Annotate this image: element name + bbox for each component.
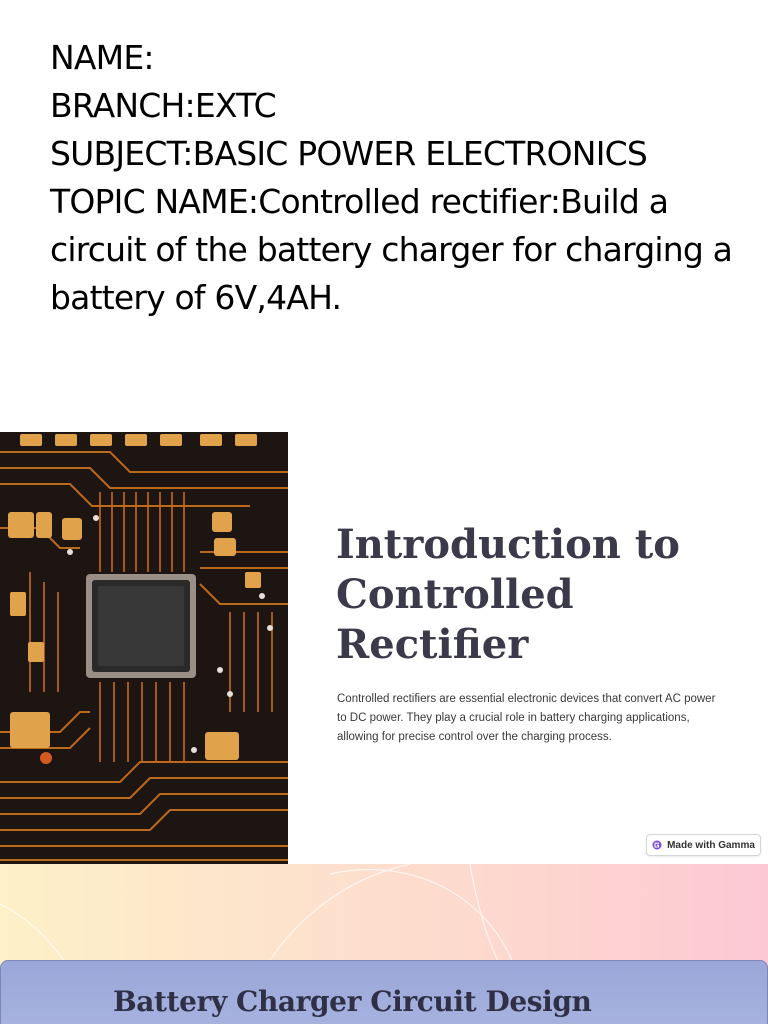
made-with-gamma-badge[interactable]: Made with Gamma: [646, 834, 761, 856]
title-slide-text: NAME: BRANCH:EXTC SUBJECT:BASIC POWER EL…: [50, 34, 740, 322]
branch-line: BRANCH:EXTC: [50, 86, 277, 125]
title-slide: NAME: BRANCH:EXTC SUBJECT:BASIC POWER EL…: [0, 0, 768, 432]
section-card: Battery Charger Circuit Design: [0, 960, 768, 1024]
section-title: Battery Charger Circuit Design: [113, 985, 592, 1018]
intro-title: Introduction to Controlled Rectifier: [336, 521, 680, 668]
gamma-badge-label: Made with Gamma: [667, 839, 755, 851]
circuit-board-image: [0, 432, 288, 864]
intro-body: Controlled rectifiers are essential elec…: [337, 693, 716, 743]
topic-line: TOPIC NAME:Controlled rectifier:Build a …: [50, 182, 733, 317]
intro-slide: Introduction to Controlled Rectifier Con…: [0, 432, 768, 864]
battery-charger-slide: Battery Charger Circuit Design: [0, 864, 768, 1024]
gamma-logo-icon: [652, 840, 662, 850]
subject-line: SUBJECT:BASIC POWER ELECTRONICS: [50, 134, 648, 173]
name-line: NAME:: [50, 38, 155, 77]
